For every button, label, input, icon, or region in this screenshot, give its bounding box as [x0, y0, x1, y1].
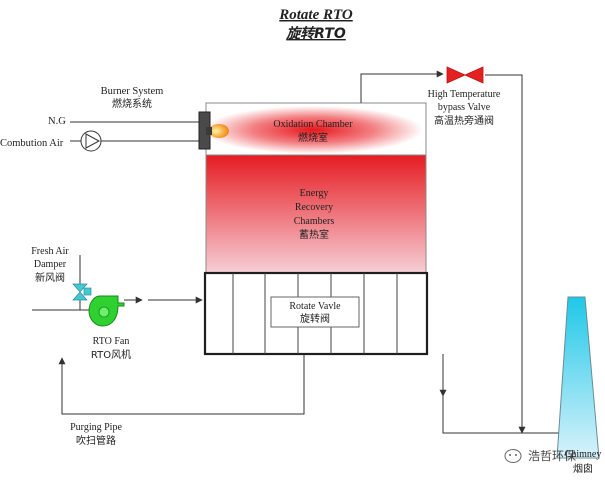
bypass-line-up	[360, 70, 444, 103]
rto-fan-icon	[88, 295, 125, 327]
bypass-label-1: High Temperature	[428, 89, 501, 100]
title-en: Rotate RTO	[278, 7, 353, 23]
bypass-label-2: bypass Valve	[438, 102, 491, 113]
rotate-valve-tag	[270, 296, 360, 328]
purging-pipe	[58, 354, 305, 415]
fresh-air-label-2: Damper	[34, 259, 67, 270]
combustion-blower-icon	[80, 130, 102, 152]
fresh-air-damper-icon	[72, 283, 92, 301]
watermark: 浩哲环保	[504, 449, 576, 463]
combustion-air-label: Combution Air	[0, 138, 64, 149]
burner-icon	[198, 111, 229, 150]
rotate-valve-label-en: Rotate Vavle	[289, 301, 341, 312]
burner-label-zh: 燃烧系统	[112, 97, 152, 110]
watermark-text: 浩哲环保	[528, 449, 576, 463]
oxidation-label-zh: 燃烧室	[298, 131, 328, 144]
rto-fan-label-en: RTO Fan	[93, 336, 130, 347]
energy-label-zh: 蓄热室	[299, 228, 329, 241]
purging-label-en: Purging Pipe	[70, 422, 122, 433]
energy-label-1: Energy	[300, 188, 329, 199]
bypass-label-zh: 高温热旁通阀	[434, 114, 494, 127]
rto-fan-label-zh: RTO风机	[91, 348, 131, 361]
purging-label-zh: 吹扫管路	[76, 434, 116, 447]
rotate-valve-label-zh: 旋转阀	[300, 312, 330, 325]
exhaust-line	[442, 354, 569, 437]
ng-label: N.G	[48, 116, 66, 127]
title-zh: 旋转RTO	[285, 25, 346, 42]
energy-recovery-chambers	[205, 154, 427, 274]
chimney-label-en: Chimney	[565, 449, 602, 460]
fresh-air-label-1: Fresh Air	[31, 246, 69, 257]
chimney-label-zh: 烟囱	[573, 462, 593, 475]
energy-label-3: Chambers	[294, 216, 335, 227]
fresh-air-label-zh: 新风阀	[35, 271, 65, 284]
oxidation-flame-glow	[203, 106, 423, 154]
bypass-valve-icon	[446, 66, 484, 84]
oxidation-label-en: Oxidation Chamber	[273, 119, 353, 130]
bypass-line-right	[485, 74, 526, 434]
wechat-icon	[504, 449, 522, 463]
burner-label-en: Burner System	[101, 86, 164, 97]
chimney	[556, 296, 600, 459]
energy-label-2: Recovery	[295, 202, 333, 213]
